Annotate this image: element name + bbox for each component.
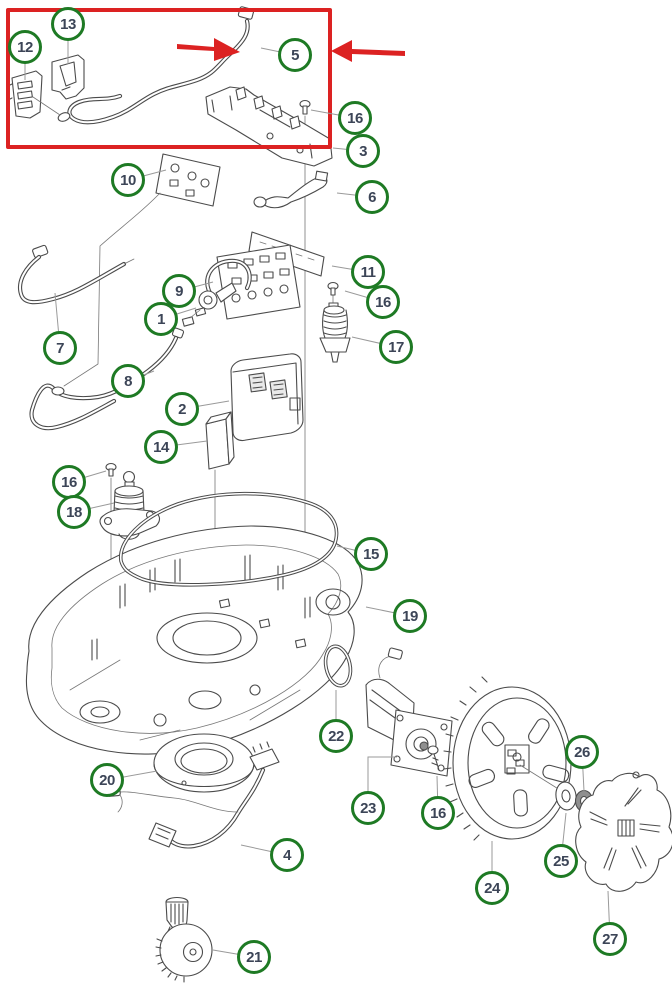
callout-23: 23 [351, 791, 385, 825]
callout-2: 2 [165, 392, 199, 426]
callout-1-label: 1 [157, 310, 165, 328]
part-10-pcb-drawing [63, 153, 221, 387]
red-annotations [6, 8, 405, 149]
callout-1: 1 [144, 302, 178, 336]
callout-16-d: 16 [421, 796, 455, 830]
callout-15: 15 [354, 537, 388, 571]
part-18-motor-drawing [99, 470, 161, 540]
callout-21-label: 21 [246, 948, 262, 966]
callout-5: 5 [278, 38, 312, 72]
callout-11-label: 11 [360, 263, 376, 281]
part-1-9-sensor-drawing [181, 258, 252, 327]
callout-17-label: 17 [388, 338, 404, 356]
part-20-ring-drawing [153, 733, 255, 793]
callout-19: 19 [393, 599, 427, 633]
part-8-cable-drawing [29, 327, 185, 431]
callout-6: 6 [355, 180, 389, 214]
callout-7: 7 [43, 331, 77, 365]
callout-3-label: 3 [359, 142, 367, 160]
part-15-gasket-drawing [119, 491, 339, 587]
callout-10-label: 10 [120, 171, 136, 189]
red-arrow-left-icon [331, 40, 405, 62]
callout-8-label: 8 [124, 372, 132, 390]
callout-18: 18 [57, 495, 91, 529]
callout-13: 13 [51, 7, 85, 41]
callout-12-label: 12 [17, 38, 33, 56]
callout-6-label: 6 [368, 188, 376, 206]
callout-10: 10 [111, 163, 145, 197]
part-27-hubcap-drawing [575, 771, 672, 892]
callout-4: 4 [270, 838, 304, 872]
part-19-chassis-drawing [25, 525, 363, 755]
callout-25-label: 25 [553, 852, 569, 870]
callout-16-c: 16 [52, 465, 86, 499]
callout-2-label: 2 [178, 400, 186, 418]
callout-3: 3 [346, 134, 380, 168]
callout-26: 26 [565, 735, 599, 769]
callout-5-label: 5 [291, 46, 299, 64]
screw-16-top-drawing [299, 99, 311, 115]
callout-26-label: 26 [574, 743, 590, 761]
callout-16-a-label: 16 [347, 109, 363, 127]
red-highlight-box [6, 8, 332, 149]
callout-22-label: 22 [328, 727, 344, 745]
callout-27: 27 [593, 922, 627, 956]
callout-20-label: 20 [99, 771, 115, 789]
callout-23-label: 23 [360, 799, 376, 817]
callout-21: 21 [237, 940, 271, 974]
callout-17: 17 [379, 330, 413, 364]
callout-9: 9 [162, 274, 196, 308]
callout-16-d-label: 16 [430, 804, 446, 822]
callout-13-label: 13 [60, 15, 76, 33]
part-4-harness-drawing [106, 741, 280, 849]
callout-24: 24 [475, 871, 509, 905]
part-17-damper-drawing [319, 302, 351, 363]
callout-20: 20 [90, 763, 124, 797]
callout-16-a: 16 [338, 101, 372, 135]
screw-16-left-drawing [105, 462, 117, 477]
callout-22: 22 [319, 719, 353, 753]
callout-11: 11 [351, 255, 385, 289]
callout-14-label: 14 [153, 438, 169, 456]
part-13-drawing [51, 54, 85, 100]
part-6-cable-drawing [253, 170, 329, 209]
callout-7-label: 7 [56, 339, 64, 357]
red-arrow-right-icon [177, 38, 240, 61]
callout-14: 14 [144, 430, 178, 464]
callout-24-label: 24 [484, 879, 500, 897]
part-7-cable-drawing [17, 244, 135, 305]
screw-16-wheel-drawing [427, 745, 440, 771]
callout-16-b-label: 16 [375, 293, 391, 311]
callout-9-label: 9 [175, 282, 183, 300]
part-25-washer-drawing [555, 781, 577, 811]
part-21-caster-drawing [155, 896, 213, 983]
callout-15-label: 15 [363, 545, 379, 563]
callout-19-label: 19 [402, 607, 418, 625]
part-14-foam-drawing [205, 411, 235, 470]
callout-18-label: 18 [66, 503, 82, 521]
part-22-oring-drawing [323, 644, 353, 688]
callout-25: 25 [544, 844, 578, 878]
part-2-battery-drawing [230, 353, 304, 442]
callout-8: 8 [111, 364, 145, 398]
callout-16-c-label: 16 [61, 473, 77, 491]
callout-12: 12 [8, 30, 42, 64]
callout-16-b: 16 [366, 285, 400, 319]
callout-4-label: 4 [283, 846, 291, 864]
callout-27-label: 27 [602, 930, 618, 948]
screw-16-mid-drawing [327, 281, 339, 296]
